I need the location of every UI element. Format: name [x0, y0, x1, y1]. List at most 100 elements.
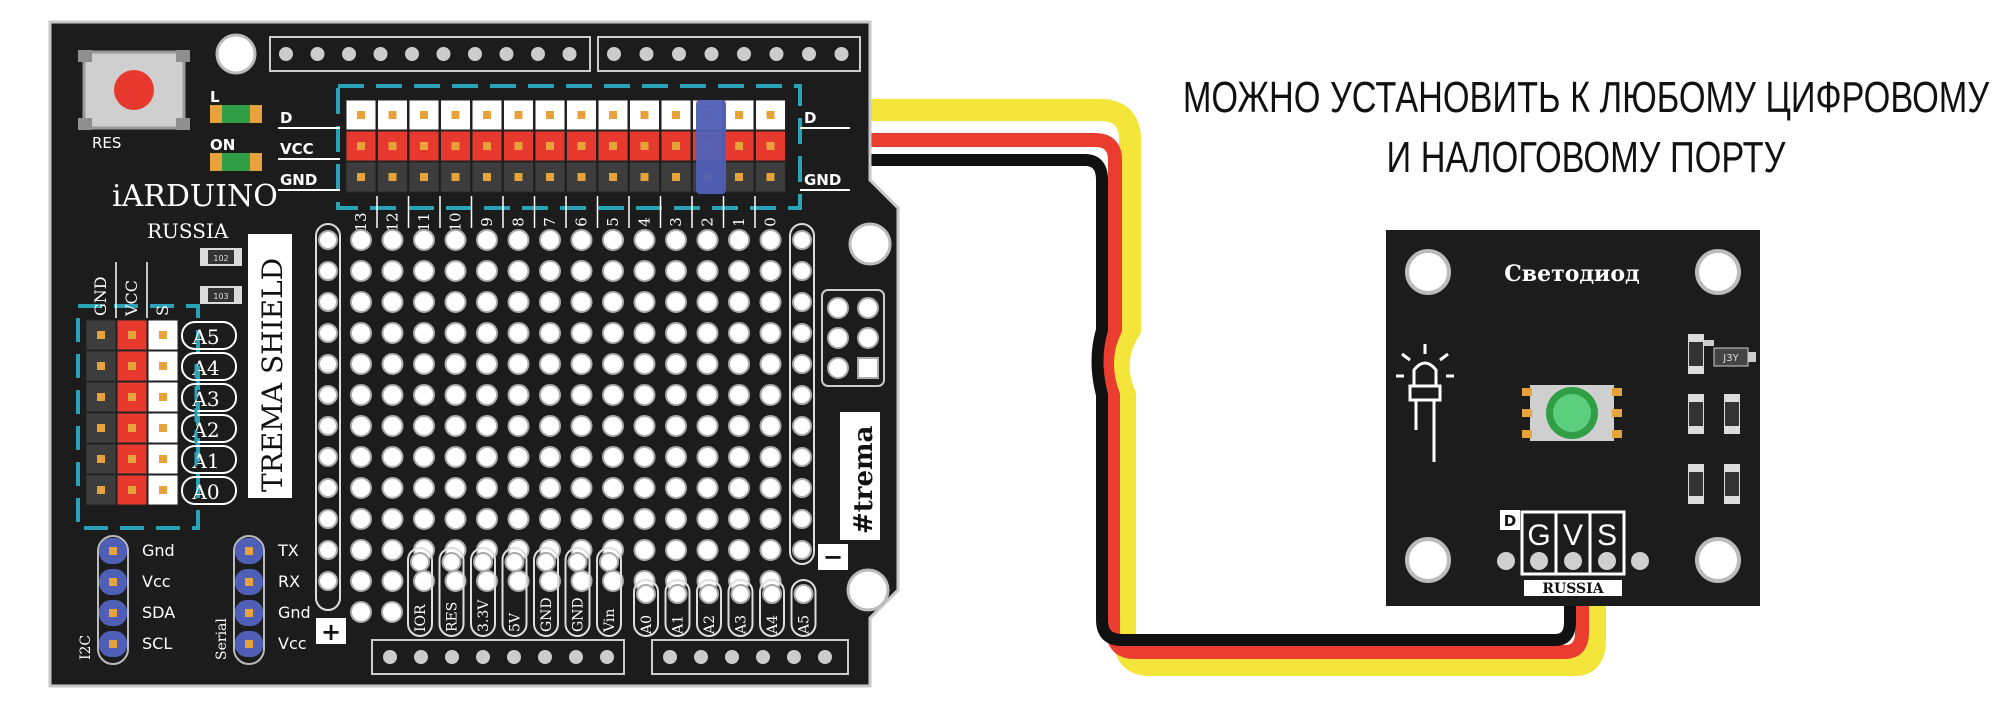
header-pin [562, 47, 577, 61]
proto-hole [665, 539, 687, 561]
header-pin [600, 650, 614, 664]
connector-plug-pin-2[interactable] [696, 100, 726, 194]
header-pin-label: RX [278, 572, 300, 591]
proto-hole [476, 229, 498, 251]
wire-red [713, 133, 1589, 659]
proto-hole [696, 539, 719, 561]
proto-hole [350, 384, 372, 406]
proto-hole [633, 477, 656, 499]
proto-hole [413, 322, 435, 344]
proto-hole [759, 322, 782, 344]
digital-pin-number: 10 [447, 212, 465, 231]
header-pin [818, 650, 832, 664]
module-pin [1598, 552, 1616, 570]
power-pin-label: 5V [508, 612, 524, 632]
proto-hole [413, 229, 435, 251]
proto-hole [413, 508, 435, 530]
proto-hole [665, 291, 687, 313]
proto-hole [350, 322, 372, 344]
proto-hole [350, 415, 372, 437]
header-pin [414, 650, 428, 664]
proto-hole [444, 446, 467, 468]
proto-hole [476, 446, 498, 468]
power-pin-label: IOR [413, 604, 429, 632]
proto-hole [759, 477, 782, 499]
analog-bottom-pin-label: A3 [734, 615, 750, 635]
hashtag-plate [840, 412, 880, 540]
led-module: Светодиод J3Y D G V S [1386, 230, 1760, 606]
module-type-mark [1500, 510, 1520, 530]
bottom-header-right [651, 639, 849, 675]
proto-hole [728, 446, 750, 468]
led-l-label: L [210, 88, 220, 106]
proto-hole [602, 508, 624, 530]
proto-hole [507, 508, 530, 530]
proto-hole [381, 384, 404, 406]
caption-line-2: И НАЛОГОВОМУ ПОРТУ [1387, 133, 1787, 182]
proto-hole [381, 322, 404, 344]
proto-hole [413, 291, 435, 313]
power-pin-label: Vin [602, 609, 618, 633]
mount-hole [1405, 537, 1451, 583]
reset-button[interactable] [78, 50, 190, 130]
proto-hole [476, 353, 498, 375]
proto-hole [476, 477, 498, 499]
header-pin [531, 47, 545, 61]
mount-hole [215, 33, 257, 75]
proto-hole [602, 384, 624, 406]
proto-hole [476, 260, 498, 282]
shield-name-plate [248, 234, 292, 498]
digital-pin-number: 13 [352, 212, 370, 231]
mount-hole [848, 222, 892, 266]
header-pin [476, 650, 490, 664]
rail-minus [789, 223, 815, 565]
row-label-d: D [280, 109, 292, 127]
header-pin [737, 47, 751, 61]
proto-hole [350, 229, 372, 251]
header-pin [607, 47, 621, 61]
protoboard [315, 223, 815, 623]
header-pin [445, 650, 459, 664]
module-country-plate [1524, 580, 1622, 596]
analog-bottom-pin-label: A4 [765, 615, 781, 635]
header-pin [116, 474, 148, 506]
header-pin [663, 650, 677, 664]
header-pin-label: SCL [142, 634, 172, 653]
proto-hole [728, 415, 750, 437]
brand-label: iARDUINO [112, 179, 278, 214]
i2c-title: I2C [78, 635, 94, 660]
proto-hole [759, 291, 782, 313]
proto-hole [476, 384, 498, 406]
proto-hole [696, 446, 719, 468]
proto-hole [696, 415, 719, 437]
proto-hole [570, 477, 593, 499]
module-resistors [1688, 334, 1740, 504]
proto-hole [633, 322, 656, 344]
proto-hole [570, 384, 593, 406]
proto-hole [665, 322, 687, 344]
proto-hole [570, 291, 593, 313]
proto-hole [476, 415, 498, 437]
plus-label: + [321, 618, 341, 646]
digital-pin-number: 7 [541, 217, 559, 227]
proto-hole [444, 353, 467, 375]
header-pin [569, 650, 583, 664]
header-pin [597, 130, 629, 162]
analog-connector-frame [76, 304, 200, 530]
proto-hole [602, 291, 624, 313]
brand-country: RUSSIA [147, 219, 229, 243]
led-on-label: ON [210, 136, 235, 154]
power-pin-label: GND [571, 597, 587, 632]
analog-pin-label: A0 [191, 480, 219, 504]
proto-hole [665, 477, 687, 499]
proto-hole [381, 539, 404, 561]
digital-pin-number: 11 [415, 212, 433, 231]
header-pin [436, 47, 451, 61]
module-pin [1497, 552, 1515, 570]
top-header-pins-right [607, 47, 849, 61]
header-pin-label: Gnd [278, 603, 311, 622]
header-pin [769, 47, 784, 61]
